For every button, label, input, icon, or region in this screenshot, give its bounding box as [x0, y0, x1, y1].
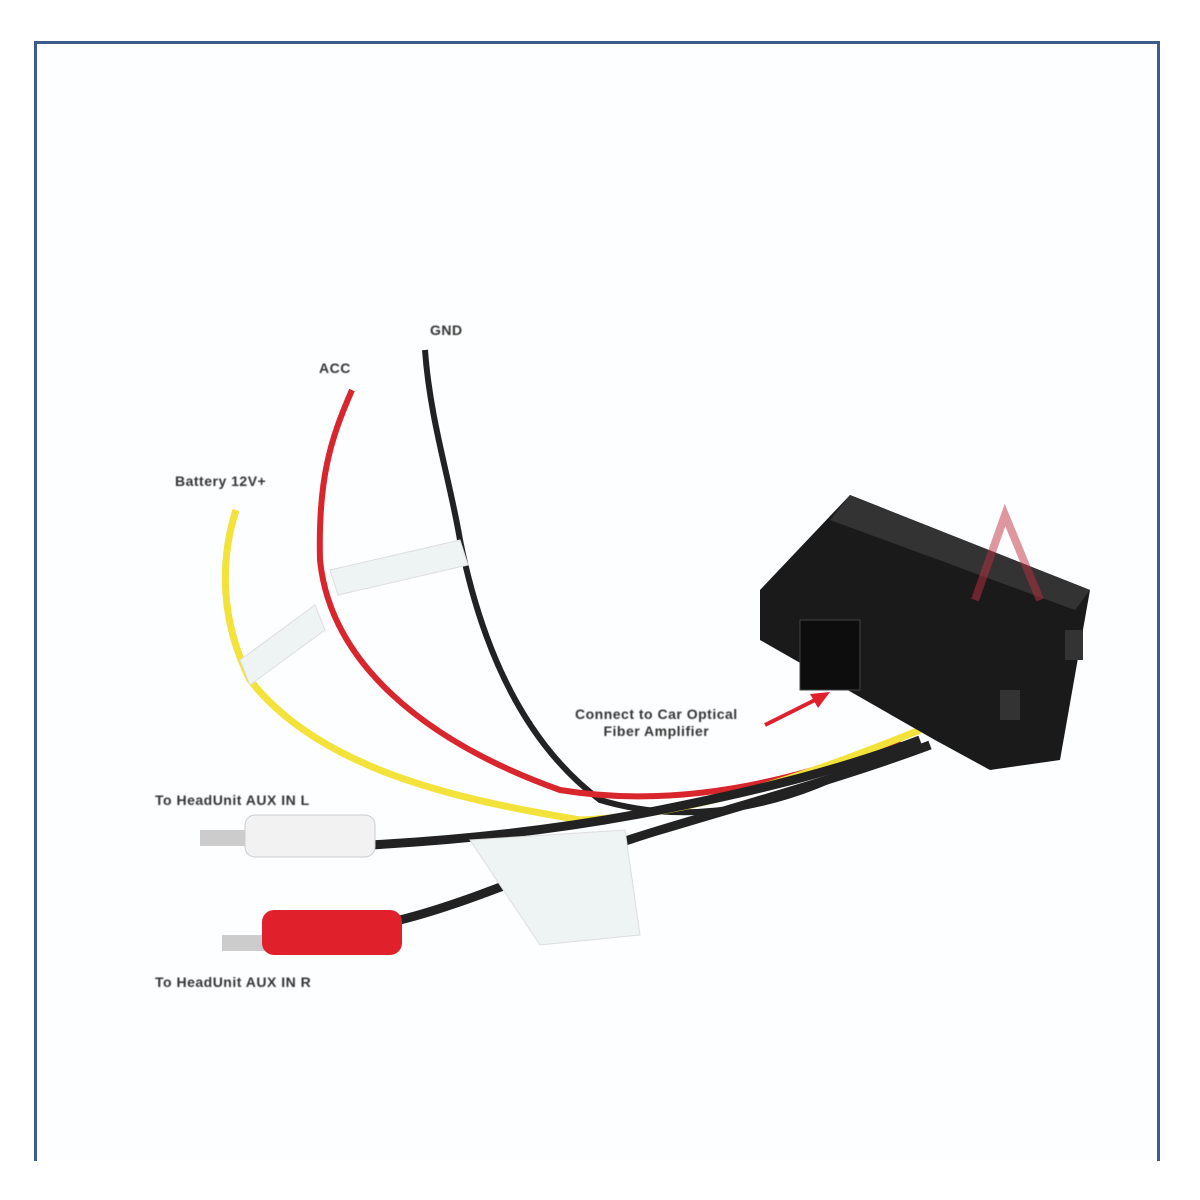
battery-label: Battery 12V+ [175, 473, 267, 489]
aux-l-cable [369, 735, 922, 850]
aux-r-cable [398, 740, 932, 925]
aux-r-label: To HeadUnit AUX IN R [155, 974, 312, 990]
acc-wire [316, 388, 902, 800]
rca-plug-red [222, 910, 402, 955]
converter-box [760, 495, 1090, 770]
aux-l-label: To HeadUnit AUX IN L [155, 792, 310, 808]
gnd-label: GND [430, 322, 463, 338]
wire-tag [239, 539, 641, 946]
connect-label: Connect to Car Optical Fiber Amplifier [575, 706, 738, 740]
rca-plug-white [200, 814, 376, 858]
connect-label-line2: Fiber Amplifier [603, 723, 710, 739]
connect-label-line1: Connect to Car Optical [575, 706, 738, 722]
arrow-icon [764, 692, 830, 727]
acc-label: ACC [319, 360, 351, 376]
